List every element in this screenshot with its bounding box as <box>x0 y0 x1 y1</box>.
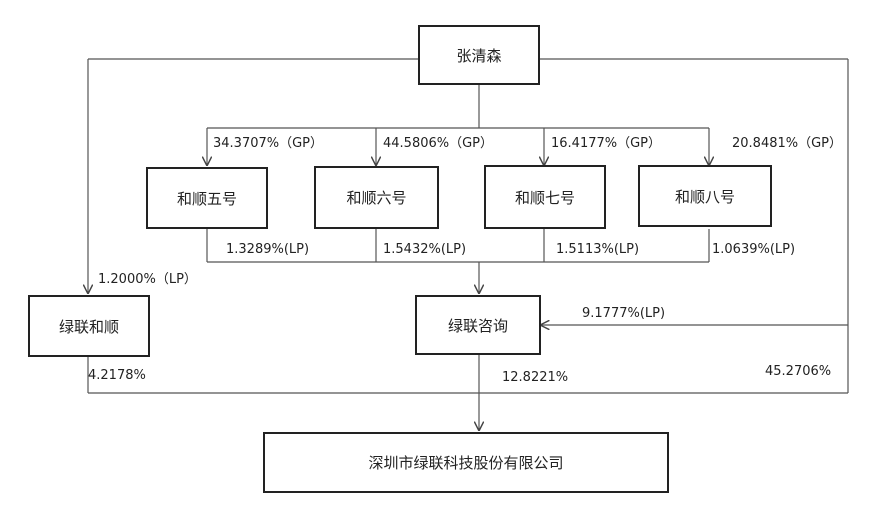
node-heshun6: 和顺六号 <box>314 166 439 229</box>
label-gp-heshun6: 44.5806%（GP） <box>383 136 494 151</box>
label-pct-lvlian-heshun: 4.2178% <box>88 368 146 383</box>
node-heshun7: 和顺七号 <box>484 165 606 229</box>
node-heshun6-label: 和顺六号 <box>346 189 407 207</box>
node-company-label: 深圳市绿联科技股份有限公司 <box>368 454 564 472</box>
node-heshun8-label: 和顺八号 <box>674 187 735 206</box>
node-heshun8: 和顺八号 <box>638 165 772 227</box>
node-heshun5-label: 和顺五号 <box>176 189 237 208</box>
node-lvlian-zixun: 绿联咨询 <box>415 295 541 355</box>
label-lp-zixun-zhang: 9.1777%(LP) <box>582 306 666 321</box>
node-heshun5: 和顺五号 <box>146 167 268 229</box>
label-lp-lvlian-heshun: 1.2000%（LP） <box>98 272 197 287</box>
node-zhang: 张清森 <box>418 25 540 85</box>
node-company: 深圳市绿联科技股份有限公司 <box>263 432 669 493</box>
node-lvlian-heshun: 绿联和顺 <box>28 295 150 357</box>
label-gp-heshun5: 34.3707%（GP） <box>213 136 324 151</box>
label-lp-heshun8: 1.0639%(LP) <box>712 242 796 257</box>
label-lp-heshun7: 1.5113%(LP) <box>556 242 640 257</box>
node-heshun7-label: 和顺七号 <box>514 188 575 207</box>
label-pct-lvlian-zixun: 12.8221% <box>502 370 569 385</box>
label-lp-heshun5: 1.3289%(LP) <box>226 242 310 257</box>
label-lp-heshun6: 1.5432%(LP) <box>383 242 467 257</box>
label-gp-heshun7: 16.4177%（GP） <box>551 136 662 151</box>
node-zhang-label: 张清森 <box>456 46 502 65</box>
node-lvlian-zixun-label: 绿联咨询 <box>447 316 508 335</box>
node-lvlian-heshun-label: 绿联和顺 <box>58 317 119 336</box>
label-gp-heshun8: 20.8481%（GP） <box>732 136 843 151</box>
label-pct-zhang: 45.2706% <box>765 364 832 379</box>
